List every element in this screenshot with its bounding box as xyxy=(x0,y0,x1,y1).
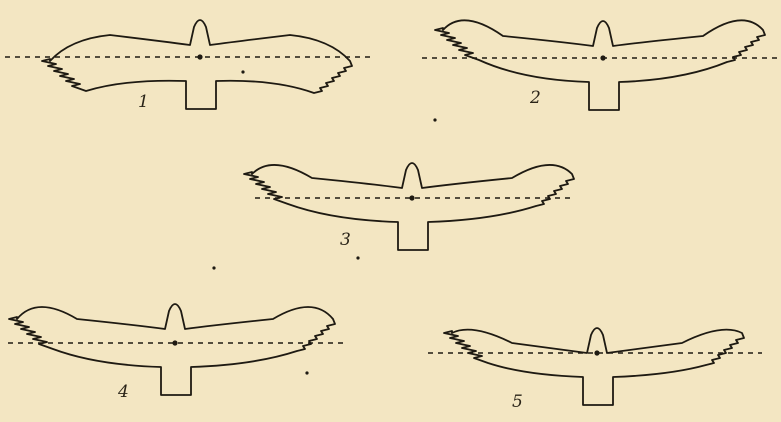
label-1: 1 xyxy=(138,92,149,112)
speck-4 xyxy=(356,256,359,259)
speck-3 xyxy=(212,266,215,269)
center-of-gravity-dot-4 xyxy=(172,340,177,345)
speck-2 xyxy=(433,118,436,121)
center-of-gravity-dot-5 xyxy=(594,350,599,355)
bird-outline-4 xyxy=(9,304,335,395)
label-2: 2 xyxy=(530,88,541,108)
bird-outline-5 xyxy=(444,328,744,405)
bird-silhouette-2 xyxy=(422,20,778,110)
bird-silhouette-3 xyxy=(244,163,575,250)
bird-outline-3 xyxy=(244,163,574,250)
bird-silhouette-1 xyxy=(5,20,372,109)
bird-silhouette-4 xyxy=(8,304,345,395)
bird-outline-1 xyxy=(42,20,352,109)
label-4: 4 xyxy=(118,382,129,402)
center-of-gravity-dot-1 xyxy=(197,54,202,59)
bird-outline-2 xyxy=(435,20,765,110)
center-of-gravity-dot-3 xyxy=(409,195,414,200)
center-of-gravity-dot-2 xyxy=(600,55,605,60)
speck-1 xyxy=(241,70,244,73)
speck-5 xyxy=(305,371,308,374)
label-5: 5 xyxy=(512,392,523,412)
bird-silhouette-5 xyxy=(428,328,762,405)
label-3: 3 xyxy=(340,230,351,250)
